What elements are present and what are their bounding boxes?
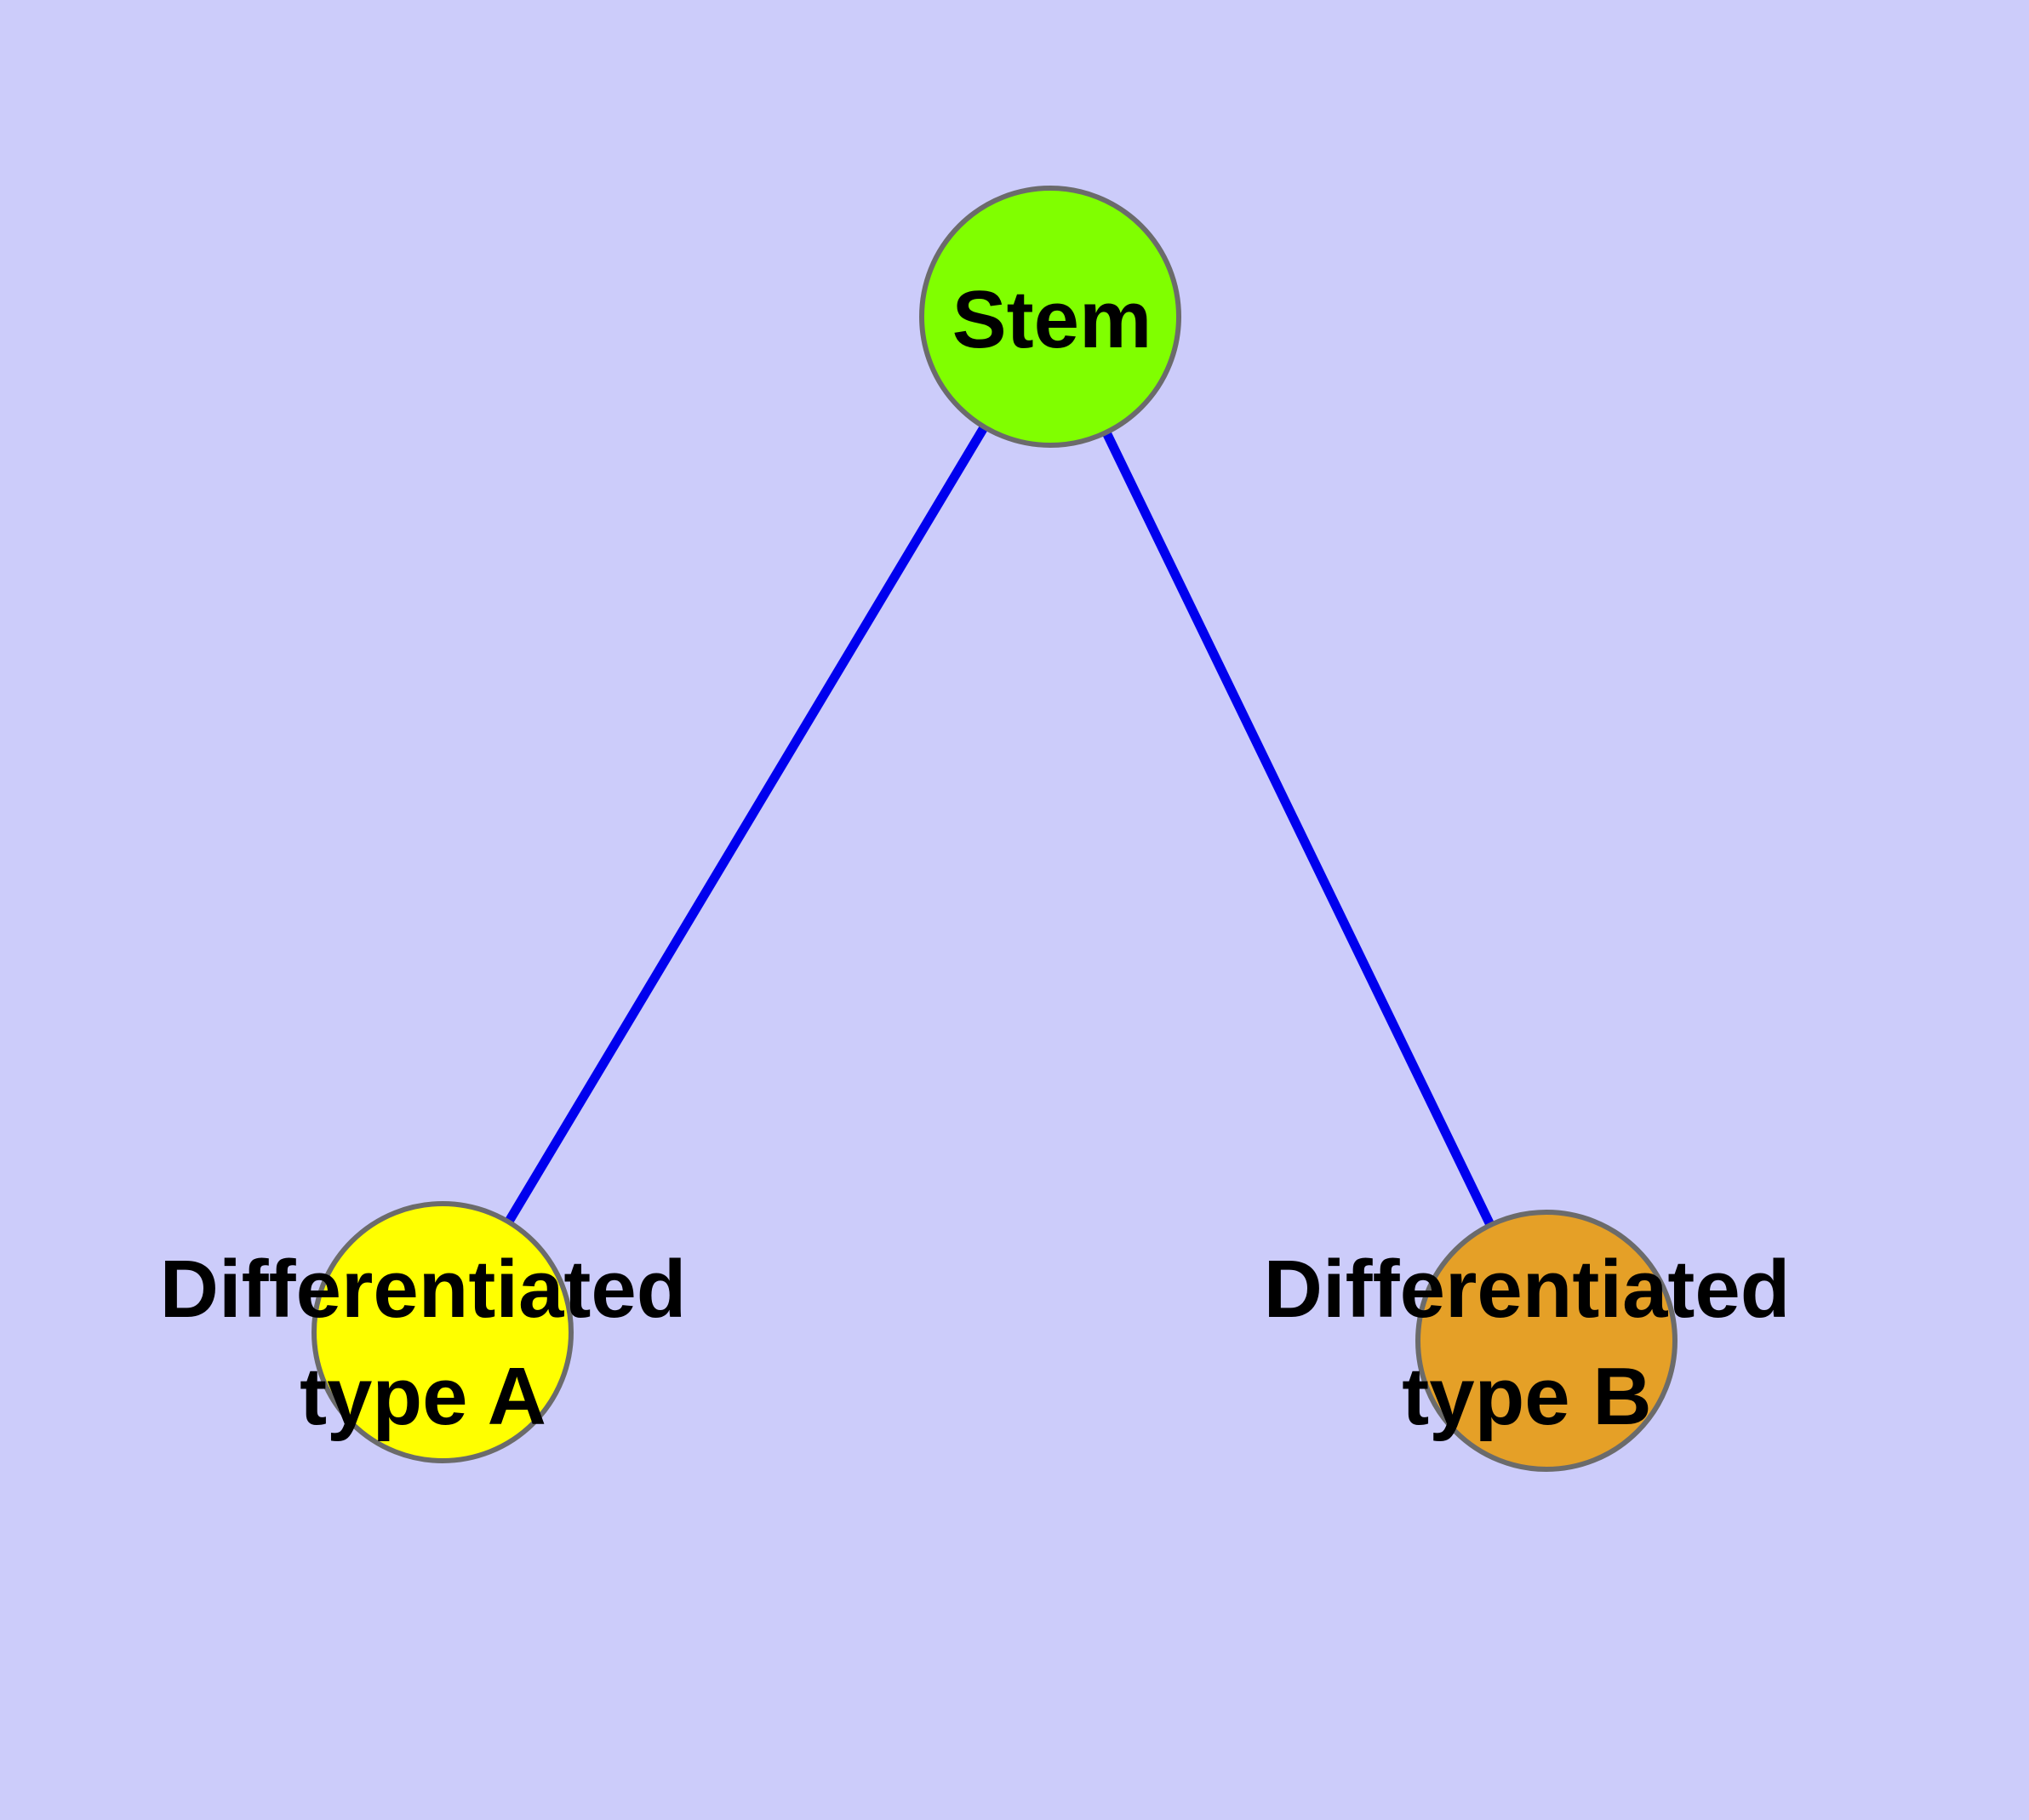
node-stem[interactable] bbox=[919, 186, 1181, 448]
edge-stem-to-differentiated-type-a[interactable] bbox=[438, 314, 1055, 1335]
node-differentiated-type-b-label-line2: type B bbox=[1402, 1351, 1651, 1442]
node-differentiated-type-a-label-line1: Differentiated bbox=[160, 1244, 687, 1335]
node-differentiated-type-b-circle[interactable] bbox=[1415, 1210, 1677, 1472]
node-differentiated-type-a-label-line2: type A bbox=[300, 1351, 546, 1442]
label-layer: Stem Differentiated type A Differentiate… bbox=[160, 274, 1791, 1442]
edge-layer bbox=[438, 314, 1551, 1343]
node-differentiated-type-b-label-line1: Differentiated bbox=[1264, 1244, 1791, 1335]
node-differentiated-type-a-circle[interactable] bbox=[311, 1201, 574, 1463]
edge-stem-to-differentiated-type-b[interactable] bbox=[1046, 314, 1551, 1343]
node-layer bbox=[311, 186, 1677, 1472]
node-differentiated-type-a[interactable] bbox=[311, 1201, 574, 1463]
node-stem-circle[interactable] bbox=[919, 186, 1181, 448]
node-differentiated-type-b[interactable] bbox=[1415, 1210, 1677, 1472]
node-stem-label: Stem bbox=[952, 274, 1152, 365]
